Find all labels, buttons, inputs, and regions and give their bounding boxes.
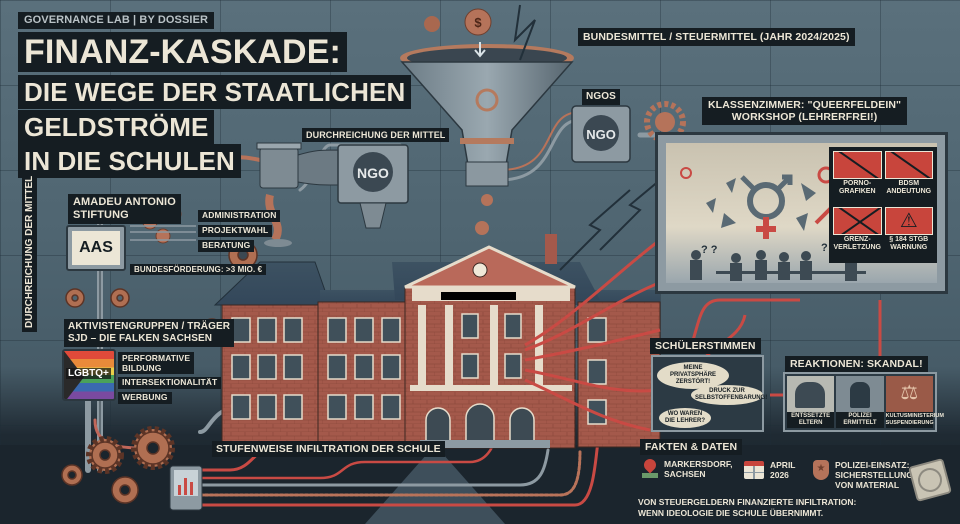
summary-line-1: VON STEUERGELDERN FINANZIERTE INFILTRATI… [638, 497, 857, 507]
title-line-4: IN DIE SCHULEN [18, 144, 241, 178]
warning-label-line2: WARNUNG [890, 243, 928, 251]
warning-stgb: ⚠ § 184 STGB WARNUNG [884, 206, 933, 260]
svg-text:$: $ [474, 15, 482, 30]
activists-item-intersektionalitaet: INTERSEKTIONALITÄT [118, 377, 222, 389]
date-line-2: 2026 [770, 470, 789, 480]
activists-title-line-2: SJD – DIE FALKEN SACHSEN [68, 333, 213, 344]
reaction-label-line1: KULTUSMINISTERIUM [885, 413, 944, 419]
facts-title: FAKTEN & DATEN [640, 439, 743, 456]
warning-triangle-icon: ⚠ [884, 206, 933, 235]
activists-item-werbung: WERBUNG [118, 392, 172, 404]
warning-pornografiken: PORNO- GRAFIKEN [833, 151, 882, 204]
funnel-label: BUNDESMITTEL / STEUERMITTEL (JAHR 2024/2… [578, 28, 855, 47]
facts-location: MARKERSDORF, SACHSEN [641, 456, 733, 480]
location-line-2: SACHSEN [664, 469, 706, 479]
no-whip-icon [884, 151, 933, 179]
activists-item-performative-line1: PERFORMATIVE [122, 353, 191, 363]
foundation-item-administration: ADMINISTRATION [198, 210, 281, 222]
facts-summary: VON STEUERGELDERN FINANZIERTE INFILTRATI… [638, 497, 856, 519]
police-officer-icon [850, 382, 871, 408]
police-line-2: SICHERSTELLUNG [835, 470, 913, 480]
ngo-machine: NGO [256, 142, 409, 247]
scales-of-justice-icon: ⚖ [900, 382, 919, 404]
foundation-title: AMADEU ANTONIO STIFTUNG [68, 194, 181, 224]
warning-label-line2: ANDEUTUNG [886, 188, 932, 195]
warning-label-line1: GRENZ- [843, 235, 871, 243]
warning-label-line2: VERLETZUNG [833, 243, 881, 251]
title-line-2: DIE WEGE DER STAATLICHEN [18, 75, 412, 109]
school-infiltration-label: STUFENWEISE INFILTRATION DER SCHULE [212, 441, 445, 458]
activists-title: AKTIVISTENGRUPPEN / TRÄGER SJD – DIE FAL… [64, 319, 235, 347]
reactions-title: REAKTIONEN: SKANDAL! [785, 356, 928, 373]
warning-label-line1: BDSM [898, 180, 920, 187]
classroom-title-line-1: KLASSENZIMMER: "QUEERFELDEIN" [708, 99, 902, 111]
warning-grenzverletzung: GRENZ- VERLETZUNG [833, 206, 882, 260]
funnel: $ [400, 4, 574, 235]
title-line-1: FINANZ-KASKADE: [18, 32, 347, 72]
stats-box [169, 465, 203, 511]
classroom-panel: ? ? ? PORNO- [655, 132, 948, 294]
summary-line-2: WENN IDEOLOGIE DIE SCHULE ÜBERNIMMT. [638, 508, 824, 518]
svg-text:? ?: ? ? [701, 244, 718, 256]
lightning-bolts [559, 179, 661, 271]
facts-date: APRIL 2026 [744, 460, 796, 480]
foundation-item-projektwahl: PROJEKTWAHL [198, 225, 273, 237]
ngo-right-label: NGOs [582, 89, 620, 105]
warning-label-line1: § 184 STGB [889, 235, 929, 243]
lgbtq-label: LGBTQ+ [66, 368, 111, 379]
police-badge-icon: ★ [813, 460, 829, 480]
reaction-ministry: ⚖ KULTUSMINISTERIUM SUSPENDIERUNG [885, 376, 944, 428]
speech-bubble: MEINE PRIVATSPHÄRE ZERSTÖRT! [657, 362, 729, 389]
warning-label-line2: GRAFIKEN [838, 188, 876, 195]
activists-item-performative-line2: BILDUNG [122, 363, 162, 373]
map-pin-icon [641, 456, 659, 480]
kicker: GOVERNANCE LAB | BY DOSSIER [18, 12, 215, 29]
police-line-3: VON MATERIAL [835, 480, 900, 490]
police-line-1: POLIZEI-EINSATZ: [835, 460, 910, 470]
foundation-item-beratung: BERATUNG [198, 240, 255, 252]
classroom-title: KLASSENZIMMER: "QUEERFELDEIN" WORKSHOP (… [702, 97, 908, 125]
reaction-label-line1: POLIZEI [848, 413, 872, 419]
classroom-title-line-2: WORKSHOP (LEHRERFREI!) [731, 111, 878, 123]
date-line-1: APRIL [770, 460, 796, 470]
speech-bubble: DRUCK ZUR SELBSTOFFENBARUNG! [691, 385, 767, 405]
activists-item-performative: PERFORMATIVE BILDUNG [118, 352, 195, 374]
foundation-logo-box: AAS [66, 225, 126, 271]
foundation-title-line-2: STIFTUNG [73, 209, 129, 221]
reaction-label-line2: ERMITTELT [843, 420, 877, 426]
warning-bdsm: BDSM ANDEUTUNG [884, 151, 933, 204]
reaction-parents: ENTSSETZTE ELTERN [787, 376, 835, 428]
foundation-funding: BUNDESFÖRDERUNG: >3 MIO. € [130, 264, 267, 276]
facts-police: ★ POLIZEI-EINSATZ: SICHERSTELLUNG VON MA… [813, 460, 913, 490]
foundation-title-line-1: AMADEU ANTONIO [73, 196, 176, 208]
warning-label-line1: PORNO- [843, 180, 872, 187]
no-image-icon [833, 151, 882, 179]
speech-bubble: WO WAREN DIE LEHRER? [659, 408, 711, 428]
reactions-panel: ENTSSETZTE ELTERN POLIZEI ERMITTELT ⚖ KU… [783, 372, 944, 432]
lgbtq-flag-box: LGBTQ+ [62, 349, 116, 401]
school-building [213, 234, 661, 449]
title-line-3: GELDSTRÖME [18, 110, 215, 144]
svg-text:?: ? [821, 242, 828, 254]
location-line-1: MARKERSDORF, [664, 459, 733, 469]
reaction-label-line2: SUSPENDIERUNG [885, 420, 934, 426]
parents-silhouette-icon [795, 382, 825, 408]
foundation-logo: AAS [72, 231, 120, 265]
activists-title-line-1: AKTIVISTENGRUPPEN / TRÄGER [68, 321, 231, 332]
students-panel: MEINE PRIVATSPHÄRE ZERSTÖRT! DRUCK ZUR S… [651, 355, 767, 432]
svg-text:NGO: NGO [586, 127, 616, 142]
ngo-box-right: NGO [571, 101, 686, 163]
classroom-scene: ? ? ? PORNO- [666, 143, 937, 283]
reaction-label-line1: ENTSSETZTE [791, 413, 831, 419]
no-contact-icon [833, 206, 882, 235]
reaction-label-line2: ELTERN [798, 420, 823, 426]
ngo-central-label: DURCHREICHUNG DER MITTEL [302, 128, 450, 143]
side-flow-label: DURCHREICHUNG DER MITTEL [22, 171, 37, 332]
svg-text:NGO: NGO [357, 165, 389, 181]
calendar-icon [744, 461, 764, 479]
warning-grid: PORNO- GRAFIKEN BDSM ANDEUTUNG [829, 147, 937, 263]
reaction-police: POLIZEI ERMITTELT [836, 376, 884, 428]
students-title: SCHÜLERSTIMMEN [650, 338, 761, 355]
